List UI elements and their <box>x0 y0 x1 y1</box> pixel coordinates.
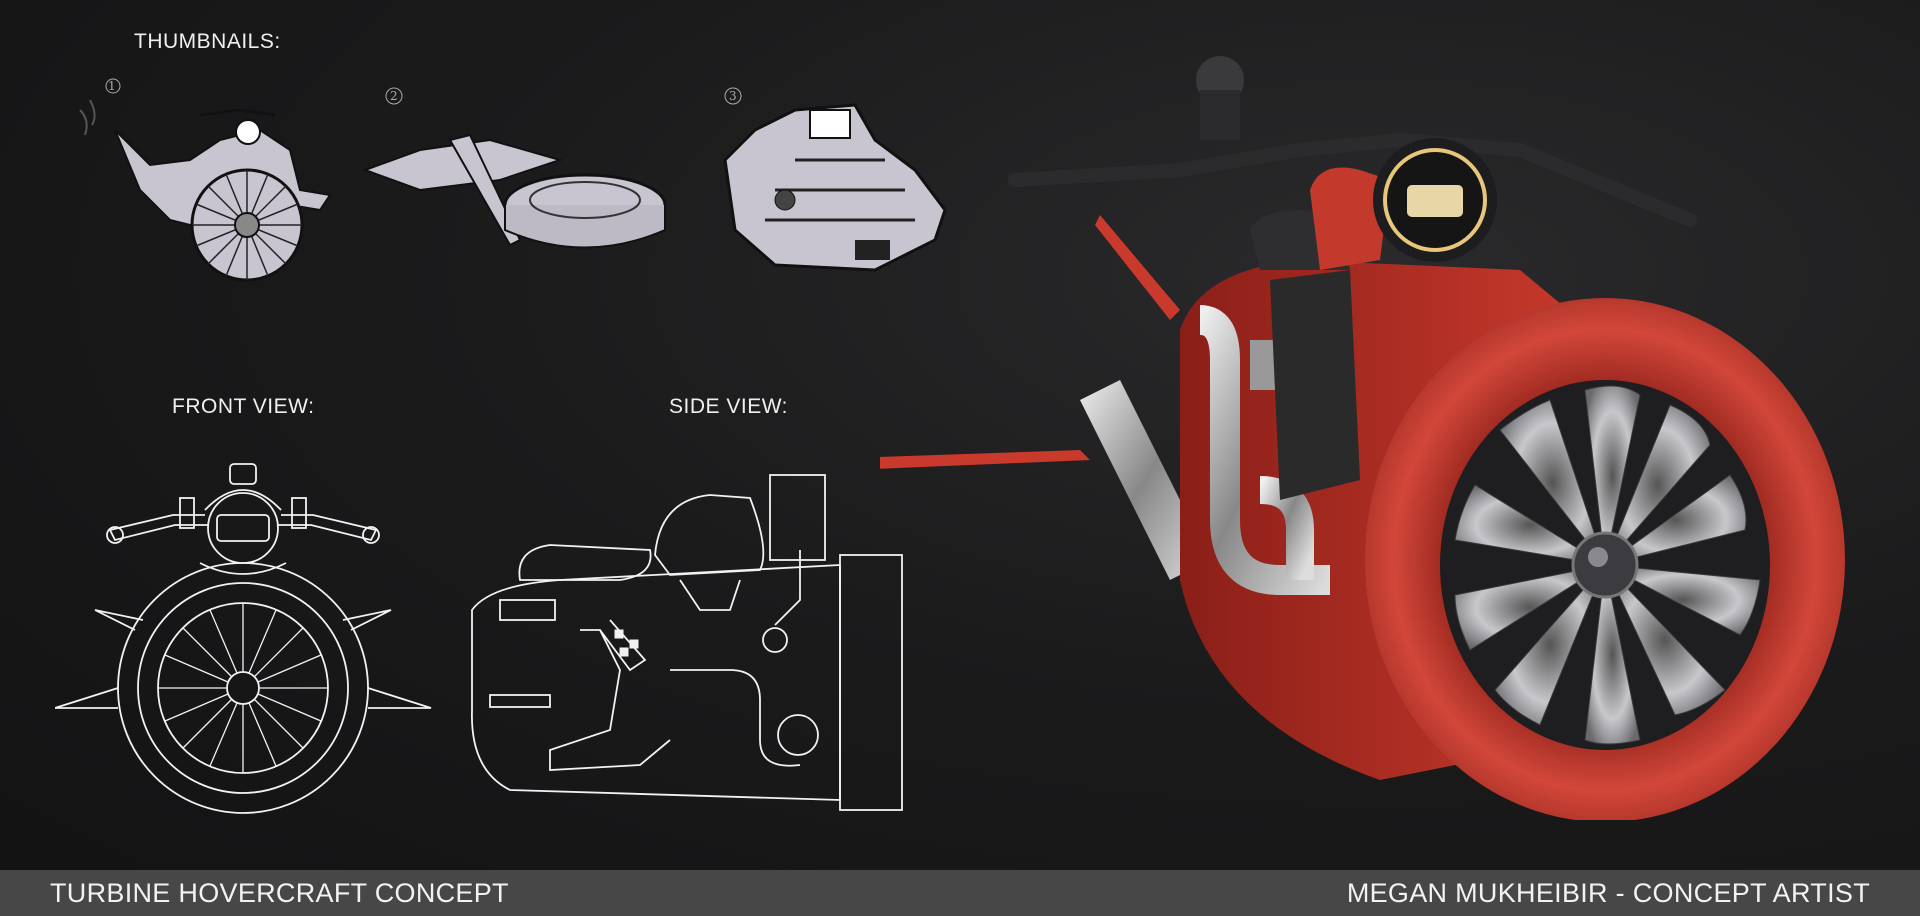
side-view-heading: SIDE VIEW: <box>669 395 788 418</box>
hovercraft-render <box>880 56 1845 820</box>
footer-title: TURBINE HOVERCRAFT CONCEPT <box>50 877 509 908</box>
thumbnail-sketch-3: 3 <box>723 87 947 272</box>
thumbnail-sketch-2: 2 <box>362 87 667 249</box>
thumbnail-sketch-1: 1 <box>79 78 332 282</box>
front-view-heading: FRONT VIEW: <box>172 395 315 418</box>
thumbnail-number-3: 3 <box>729 89 737 103</box>
side-view-drawing <box>471 474 903 811</box>
footer-bar: TURBINE HOVERCRAFT CONCEPT MEGAN MUKHEIB… <box>0 870 1920 916</box>
thumbnails-heading: THUMBNAILS: <box>134 30 281 53</box>
thumbnail-number-2: 2 <box>390 89 398 103</box>
footer-credit: MEGAN MUKHEIBIR - CONCEPT ARTIST <box>1346 877 1870 908</box>
front-view-drawing <box>55 463 432 814</box>
thumbnail-number-1: 1 <box>108 79 116 93</box>
